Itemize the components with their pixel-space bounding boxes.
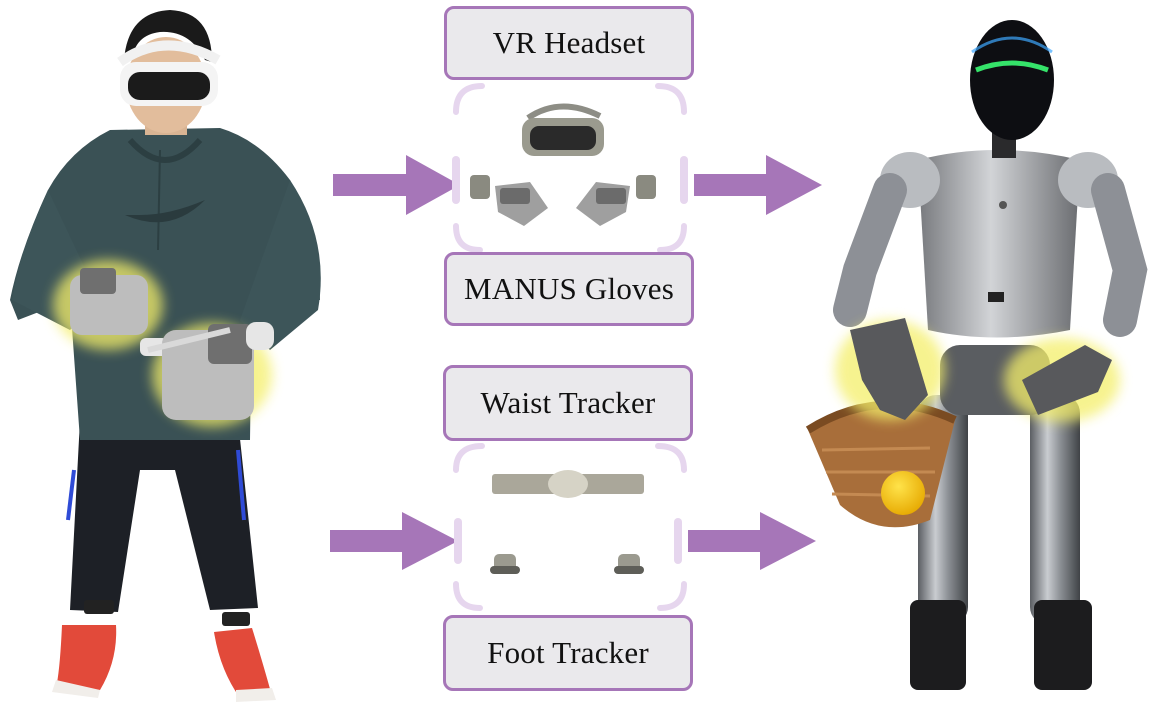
robot-left-hand: [850, 318, 928, 420]
tracker-icon: [492, 470, 644, 498]
person-operator-image: [10, 10, 321, 702]
robot-right-hand: [1022, 345, 1112, 415]
glove-icon: [576, 175, 656, 226]
person-right-glove: [162, 322, 274, 420]
manus-gloves-label: MANUS Gloves: [444, 252, 694, 326]
arrow-right-icon: [333, 155, 460, 215]
top-device-bracket: [452, 83, 688, 253]
person-right-shoe: [214, 628, 272, 698]
glove-icon: [470, 175, 548, 226]
vr-headset-icon: [522, 103, 604, 156]
tracker-icon: [490, 554, 520, 574]
foot-tracker-label: Foot Tracker: [443, 615, 693, 691]
humanoid-robot-image: [805, 20, 1148, 690]
arrow-right-icon: [688, 512, 816, 570]
vr-headset-label: VR Headset: [444, 6, 694, 80]
person-pants: [70, 420, 258, 612]
orange-fruit: [881, 471, 925, 515]
person-left-shoe: [56, 625, 117, 690]
tracker-icon: [614, 554, 644, 574]
arrow-right-icon: [694, 155, 822, 215]
waist-tracker-label: Waist Tracker: [443, 365, 693, 441]
bottom-device-bracket: [453, 443, 687, 611]
arrow-right-icon: [330, 512, 458, 570]
